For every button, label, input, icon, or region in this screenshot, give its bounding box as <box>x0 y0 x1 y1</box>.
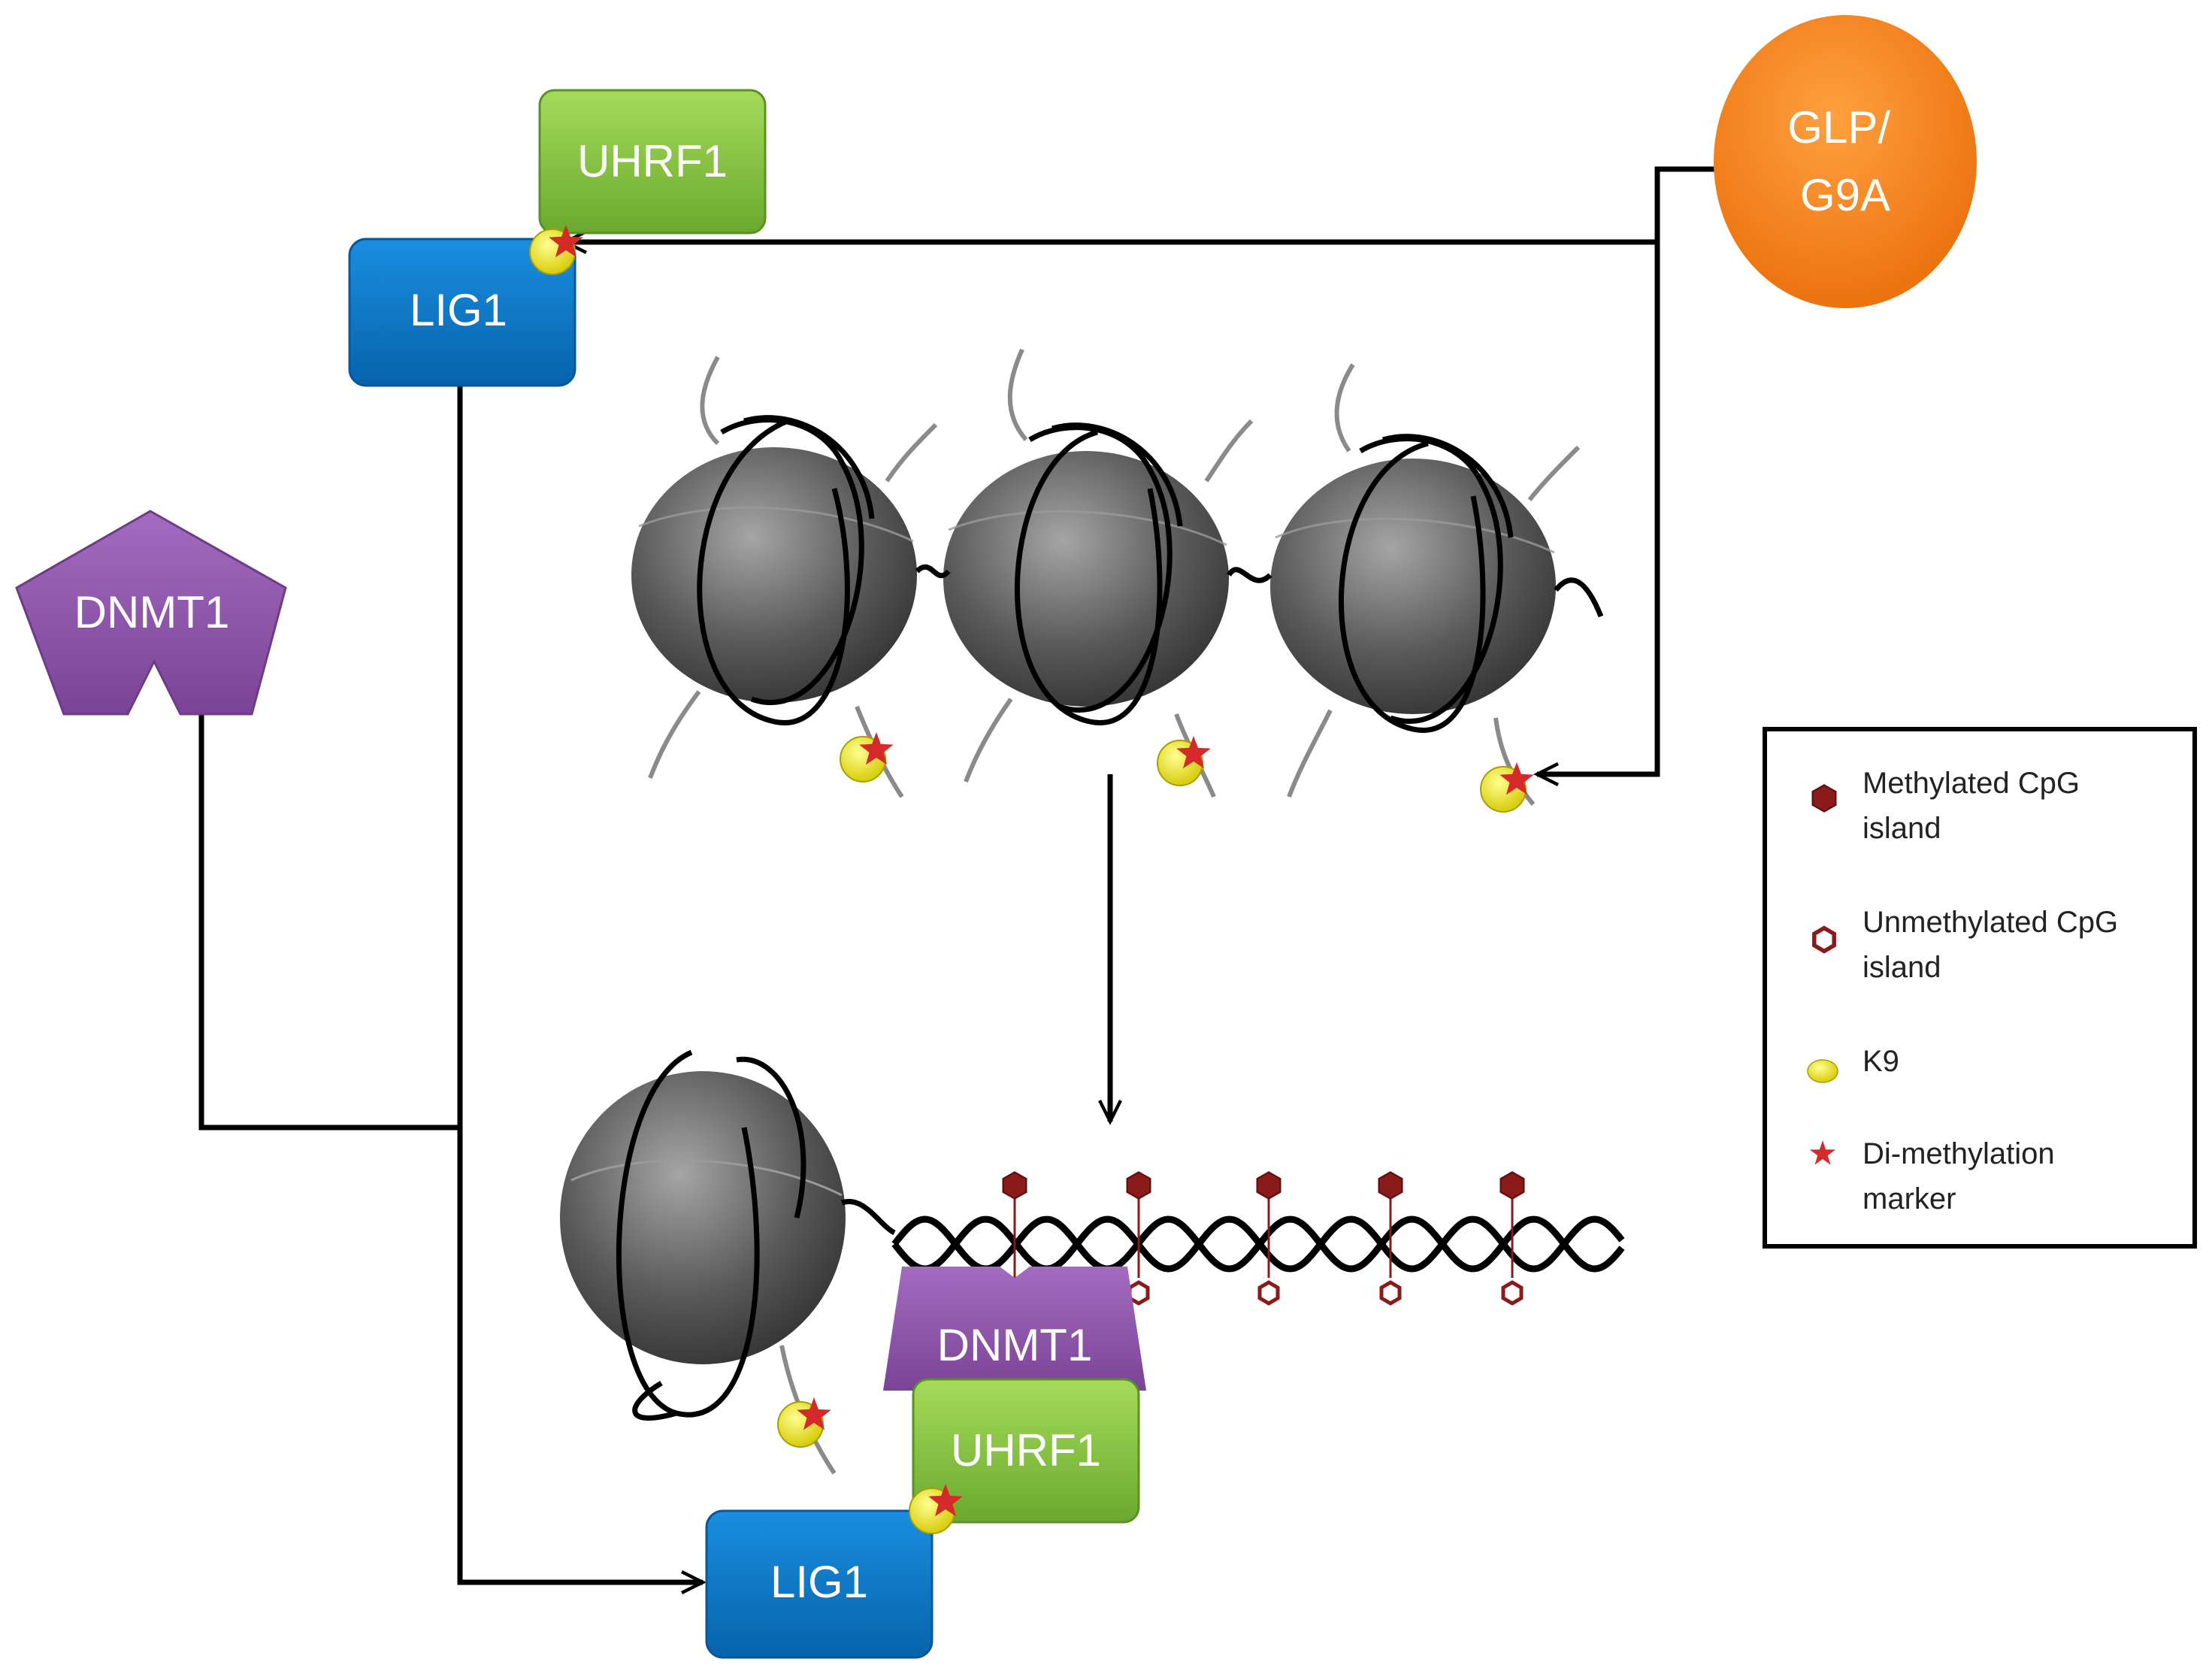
glp-to-uhrf1-arrow <box>561 166 1729 254</box>
di-methylation-marker-icon <box>1176 736 1211 769</box>
glp-label-line-1: GLP/ <box>1787 102 1890 153</box>
lig1-top-label: LIG1 <box>410 285 507 335</box>
di-methylation-marker-icon <box>549 225 583 258</box>
lig1-bottom-label: LIG1 <box>770 1557 868 1607</box>
methylated-cpg-icon <box>1126 1171 1151 1200</box>
dna-wrap-top <box>697 415 1604 734</box>
lig1-top: LIG1 <box>348 238 576 387</box>
legend-box <box>1763 727 2197 1249</box>
legend-item-2-line-1: Unmethylated CpG <box>1862 906 2118 939</box>
dnmt1-bottom-label: DNMT1 <box>937 1320 1093 1370</box>
unmethylated-cpg-icon <box>1814 928 1834 952</box>
k9-methylation-marker <box>840 732 894 782</box>
nucleosome-top-3 <box>1270 459 1556 714</box>
k9-methylation-marker <box>1480 762 1534 813</box>
methylated-cpg-icon <box>1811 784 1837 813</box>
di-methylation-marker-icon <box>797 1397 831 1430</box>
k9-methylation-marker <box>777 1397 831 1448</box>
nucleosome-top-2 <box>943 451 1229 707</box>
legend-item-4-line-1: Di-methylation <box>1862 1137 2055 1170</box>
nucleosome-bottom-sphere <box>560 1071 846 1364</box>
uhrf1-bottom: UHRF1 <box>912 1378 1140 1524</box>
svg-text:K9: K9 <box>1862 1045 1899 1078</box>
unmethylated-cpg-icon <box>1260 1282 1278 1303</box>
legend-item-1-line-2: island <box>1862 812 1941 845</box>
svg-text:Unmethylated CpG island: Unmethylated CpG island <box>1862 906 2126 984</box>
unmethylated-cpg-icon <box>1503 1282 1521 1303</box>
cpg-islands <box>1002 1171 1525 1306</box>
uhrf1-bottom-label: UHRF1 <box>951 1425 1101 1476</box>
legend-item-1-line-1: Methylated CpG <box>1862 767 2080 800</box>
svg-text:GLP/ G9A: GLP/ G9A <box>1787 102 1902 220</box>
k9-methylation-marker <box>529 225 583 275</box>
lig1-to-lig1-arrow <box>457 383 707 1594</box>
dnmt1-left: DNMT1 <box>15 510 287 716</box>
unmethylated-cpg-icon <box>1381 1282 1400 1303</box>
methylated-cpg-icon <box>1256 1171 1282 1200</box>
legend-item-4-line-2: marker <box>1862 1182 1956 1215</box>
methylated-cpg-icon <box>1378 1171 1403 1200</box>
di-methylation-marker-icon <box>928 1484 963 1517</box>
uhrf1-top: UHRF1 <box>538 89 767 235</box>
di-methylation-marker-icon <box>859 732 894 765</box>
di-methylation-marker-icon <box>1809 1140 1836 1165</box>
di-methylation-marker-icon <box>1499 762 1534 795</box>
svg-text:Di-methylation marker: Di-methylation marker <box>1862 1137 2063 1215</box>
k9-markers <box>529 225 1534 1534</box>
k9-icon <box>1807 1059 1838 1083</box>
dnmt1-bottom: DNMT1 <box>883 1267 1146 1391</box>
lig1-bottom: LIG1 <box>705 1509 934 1659</box>
legend: Methylated CpG island Unmethylated CpG i… <box>1763 727 2197 1249</box>
histone-tails-top <box>648 348 1581 806</box>
svg-text:Methylated CpG island: Methylated CpG island <box>1862 767 2088 845</box>
connectors <box>198 166 1729 1594</box>
nucleosome-bottom <box>560 1049 896 1475</box>
glp-g9a: GLP/ G9A <box>1714 15 1977 308</box>
glp-label-line-2: G9A <box>1800 170 1890 220</box>
nucleosome-top-1 <box>631 447 917 703</box>
glp-to-nucleosome-arrow <box>1533 242 1660 786</box>
methylated-cpg-icon <box>1499 1171 1525 1200</box>
dnmt1-connector <box>198 714 460 1131</box>
dnmt1-left-label: DNMT1 <box>74 587 230 637</box>
legend-item-2-line-2: island <box>1862 951 1941 984</box>
uhrf1-top-label: UHRF1 <box>577 136 728 186</box>
k9-methylation-marker <box>909 1484 963 1534</box>
nucleosome-array-top <box>631 348 1604 806</box>
methylated-cpg-icon <box>1002 1171 1027 1200</box>
k9-methylation-marker <box>1157 736 1211 786</box>
legend-item-3-line-1: K9 <box>1862 1045 1899 1078</box>
